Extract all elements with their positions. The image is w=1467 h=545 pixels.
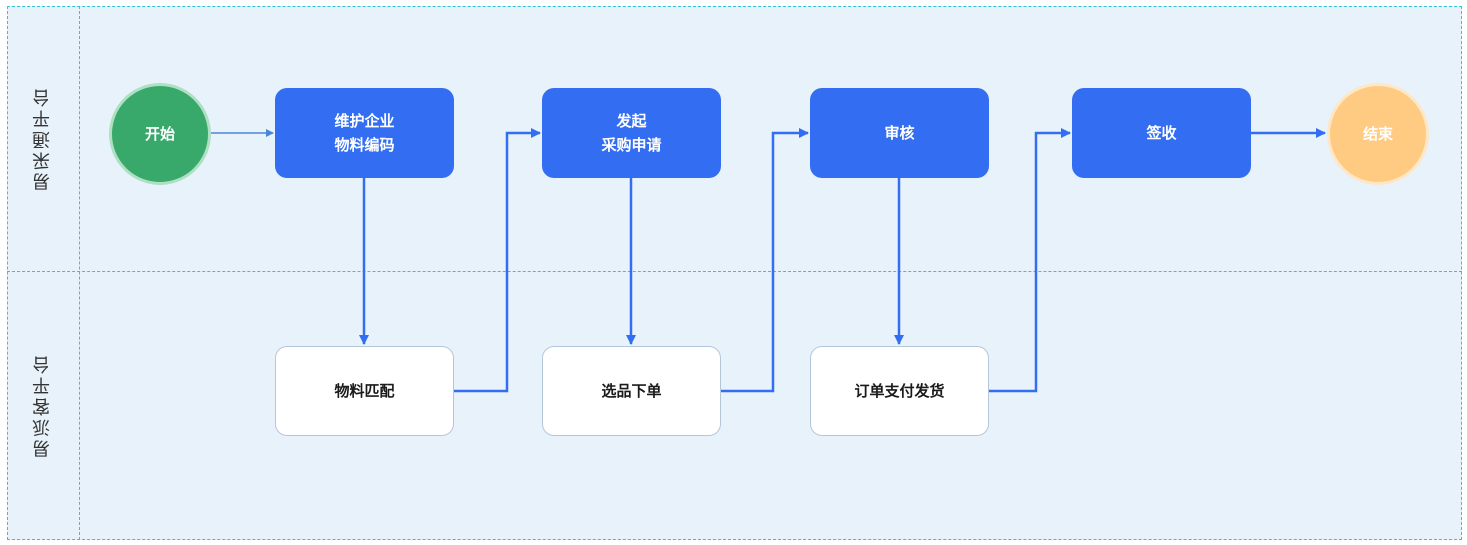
material-match-node[interactable]: 物料匹配 <box>275 346 454 436</box>
lane-header-divider <box>79 6 80 540</box>
end-node[interactable]: 结束 <box>1327 83 1429 185</box>
maintain-material-code-node[interactable]: 维护企业 物料编码 <box>275 88 454 178</box>
receive-node[interactable]: 签收 <box>1072 88 1251 178</box>
connector-pay-receive <box>989 128 1071 393</box>
connector-match-initiate <box>454 128 541 393</box>
select-and-order-node[interactable]: 选品下单 <box>542 346 721 436</box>
connector-select-review <box>721 128 809 393</box>
initiate-purchase-request-node[interactable]: 发起 采购申请 <box>542 88 721 178</box>
lane-divider <box>7 271 1462 272</box>
start-node[interactable]: 开始 <box>109 83 211 185</box>
review-node[interactable]: 审核 <box>810 88 989 178</box>
order-pay-ship-node[interactable]: 订单支付发货 <box>810 346 989 436</box>
